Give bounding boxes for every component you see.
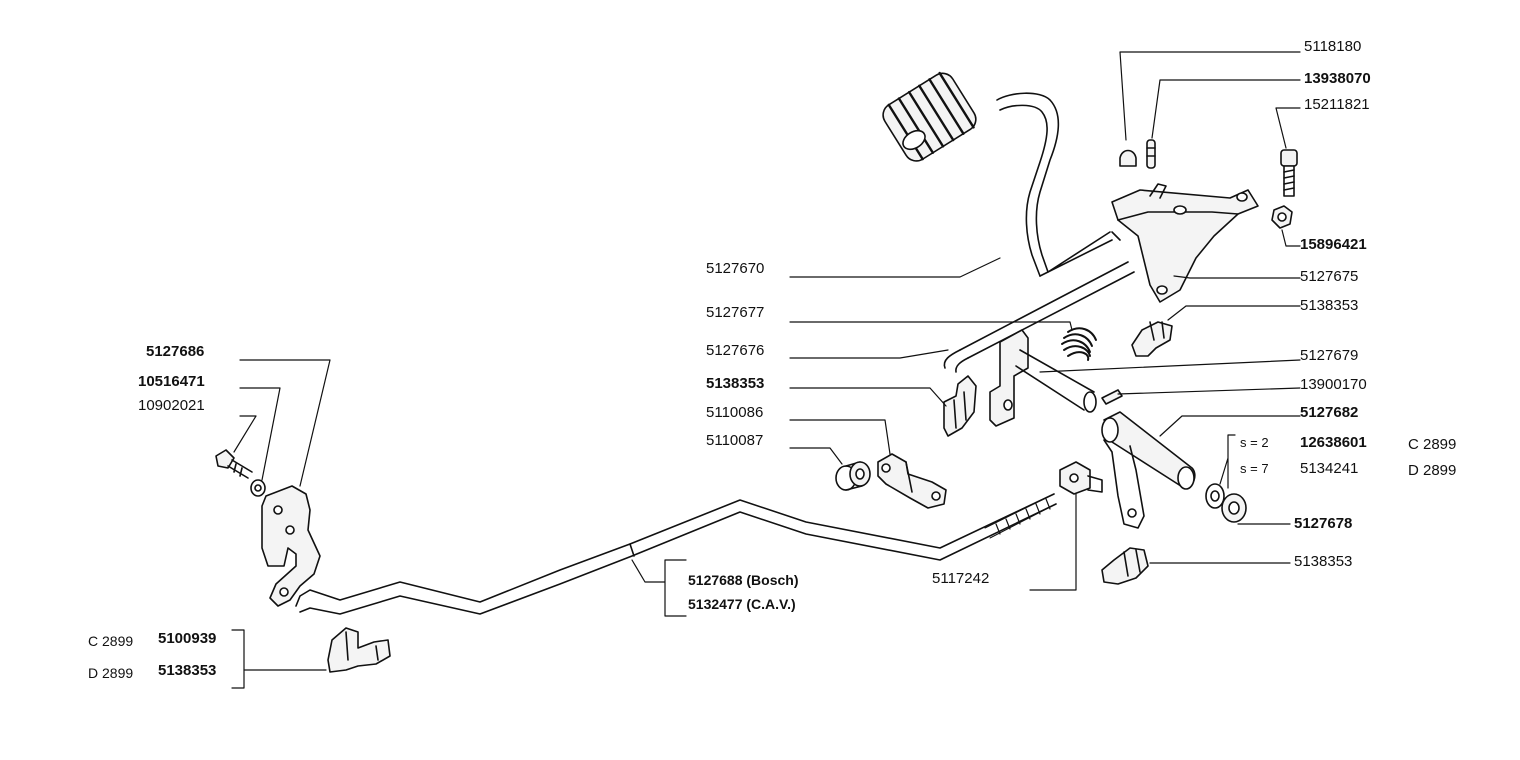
label-variant-c2899-right: C 2899	[1408, 436, 1457, 453]
washer-icon	[250, 479, 266, 497]
screw-icon	[1280, 149, 1298, 197]
label-variant-c2899-left: C 2899	[88, 633, 134, 649]
pump-lever-bracket-icon	[261, 485, 321, 607]
label-part-5117242: 5117242	[932, 570, 990, 587]
label-part-5118180: 5118180	[1304, 38, 1362, 55]
label-part-5110087: 5110087	[706, 432, 764, 449]
label-part-5110086: 5110086	[706, 404, 764, 421]
return-spring-icon	[1061, 327, 1097, 361]
pedal-bracket-icon	[1111, 183, 1259, 303]
label-part-5127688-bosch: 5127688 (Bosch)	[688, 572, 799, 588]
label-part-10516471: 10516471	[138, 373, 205, 390]
clip-icon	[1101, 547, 1149, 585]
washer-icon	[1205, 483, 1247, 523]
clip-icon	[327, 627, 391, 673]
label-part-5127682: 5127682	[1300, 404, 1359, 421]
label-part-13900170: 13900170	[1300, 376, 1367, 393]
label-part-5127670: 5127670	[706, 260, 765, 277]
pivot-shaft-icon	[989, 329, 1097, 427]
accelerator-pedal-icon	[882, 71, 1121, 277]
screw-icon	[215, 449, 253, 479]
clip-icon	[943, 375, 977, 437]
pedal-rod-icon	[943, 261, 1135, 373]
label-part-5127679: 5127679	[1300, 347, 1359, 364]
pin-icon	[1101, 389, 1123, 405]
bushing-icon	[835, 461, 871, 491]
cap-nut-icon	[1119, 149, 1137, 167]
label-part-5132477-cav: 5132477 (C.A.V.)	[688, 596, 796, 612]
label-part-5127677: 5127677	[706, 304, 765, 321]
label-part-5100939: 5100939	[158, 630, 217, 647]
shaft-lever-icon	[1101, 411, 1196, 529]
label-part-13938070: 13938070	[1304, 70, 1371, 87]
clip-icon	[1131, 321, 1173, 357]
label-part-5127676: 5127676	[706, 342, 765, 359]
label-variant-d2899-left: D 2899	[88, 665, 134, 681]
throttle-rod-icon	[295, 493, 1057, 615]
label-part-15896421: 15896421	[1300, 236, 1367, 253]
label-part-12638601: 12638601	[1300, 434, 1367, 451]
nut-icon	[1271, 205, 1293, 229]
label-part-5138353-c: 5138353	[1294, 553, 1353, 570]
label-part-5138353-d: 5138353	[158, 662, 217, 679]
label-part-5138353-a: 5138353	[1300, 297, 1359, 314]
link-plate-icon	[877, 453, 947, 509]
label-part-5127686: 5127686	[146, 343, 205, 360]
label-part-5138353-b: 5138353	[706, 375, 765, 392]
label-part-5127678: 5127678	[1294, 515, 1353, 532]
pin-icon	[1146, 139, 1156, 169]
label-thickness-2: s = 2	[1240, 435, 1269, 450]
label-variant-d2899-right: D 2899	[1408, 462, 1457, 479]
label-part-10902021: 10902021	[138, 397, 205, 414]
label-part-5134241: 5134241	[1300, 460, 1359, 477]
label-part-15211821: 15211821	[1304, 96, 1370, 113]
label-thickness-7: s = 7	[1240, 461, 1269, 476]
ball-joint-icon	[1059, 461, 1103, 495]
label-part-5127675: 5127675	[1300, 268, 1359, 285]
